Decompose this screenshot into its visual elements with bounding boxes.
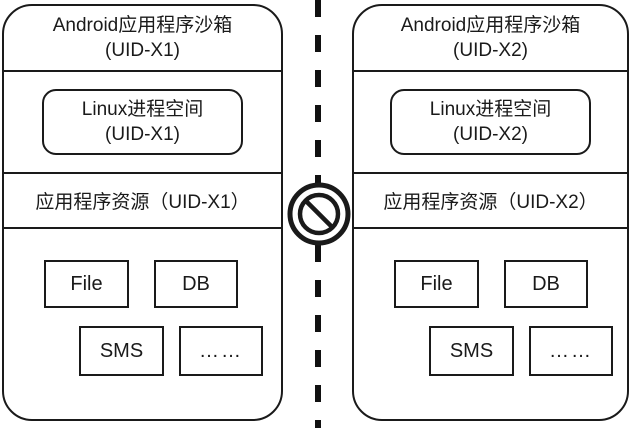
- resources-items-section: File DB SMS ……: [354, 229, 627, 419]
- no-entry-icon: [287, 182, 351, 246]
- sandbox-uid-x1: Android应用程序沙箱 (UID-X1) Linux进程空间 (UID-X1…: [2, 4, 283, 421]
- sandbox-title: Android应用程序沙箱 (UID-X2): [354, 6, 627, 72]
- sandbox-title-line1: Android应用程序沙箱: [400, 15, 581, 36]
- item-box-file: File: [394, 260, 479, 308]
- sandbox-title-line1: Android应用程序沙箱: [52, 15, 233, 36]
- item-box-sms: SMS: [429, 326, 514, 376]
- sandbox-title: Android应用程序沙箱 (UID-X1): [4, 6, 281, 72]
- process-section: Linux进程空间 (UID-X2): [354, 72, 627, 174]
- item-box-db: DB: [154, 260, 238, 308]
- process-box-line2: (UID-X2): [453, 124, 528, 145]
- linux-process-box: Linux进程空间 (UID-X2): [390, 89, 591, 155]
- process-box-line1: Linux进程空间: [81, 99, 204, 120]
- item-box-db: DB: [504, 260, 588, 308]
- sandbox-title-line2: (UID-X2): [453, 40, 528, 61]
- resources-label: 应用程序资源（UID-X2）: [354, 174, 627, 229]
- sandbox-uid-x2: Android应用程序沙箱 (UID-X2) Linux进程空间 (UID-X2…: [352, 4, 629, 421]
- item-box-sms: SMS: [79, 326, 164, 376]
- resources-items-section: File DB SMS ……: [4, 229, 281, 419]
- resources-label: 应用程序资源（UID-X1）: [4, 174, 281, 229]
- process-box-line2: (UID-X1): [105, 124, 180, 145]
- process-box-line1: Linux进程空间: [429, 99, 552, 120]
- item-box-more: ……: [529, 326, 613, 376]
- process-section: Linux进程空间 (UID-X1): [4, 72, 281, 174]
- item-box-more: ……: [179, 326, 263, 376]
- linux-process-box: Linux进程空间 (UID-X1): [42, 89, 243, 155]
- item-box-file: File: [44, 260, 129, 308]
- sandbox-title-line2: (UID-X1): [105, 40, 180, 61]
